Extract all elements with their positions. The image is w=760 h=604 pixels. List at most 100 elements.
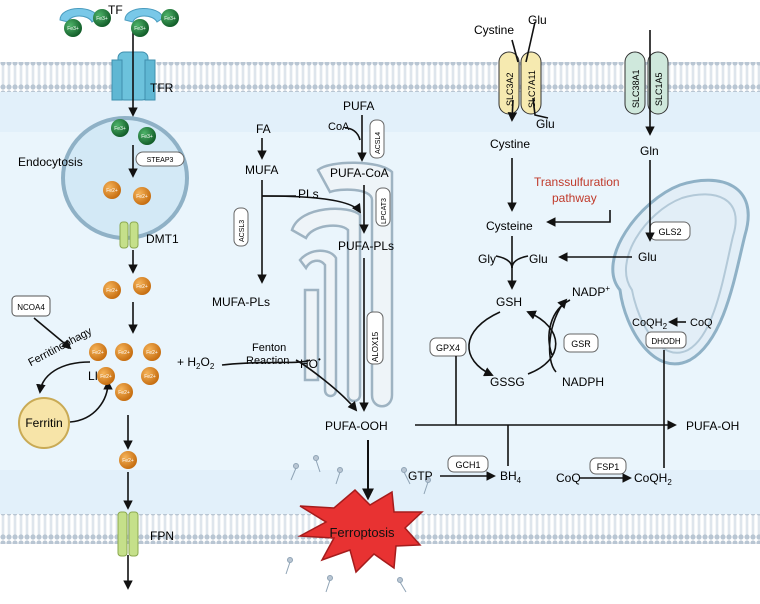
label-gls2: GLS2 [658,227,681,237]
fe3-atom [131,19,149,37]
label-lpcat3: LPCAT3 [381,198,388,224]
fsp1-box [589,457,627,475]
label-nadph: NADPH [562,375,604,389]
svg-text:Fe2+: Fe2+ [136,284,148,290]
label-glu-in: Glu [536,117,555,131]
label-slc7a11: SLC7A11 [527,70,537,108]
fe2-atoms [89,181,161,469]
label-steap3: STEAP3 [147,157,174,164]
dhodh-box [645,331,687,349]
acsl3-box [233,207,249,247]
label-h2o2: + H2O2 [177,355,215,371]
acsl4-box [369,119,385,159]
fe3-atom [64,19,82,37]
svg-text:Fe3+: Fe3+ [141,134,153,140]
label-pufa-coa: PUFA-CoA [330,166,389,180]
label-acsl3: ACSL3 [239,220,246,242]
svg-text:Fe2+: Fe2+ [100,374,112,380]
label-fpn: FPN [150,529,174,543]
svg-text:Fe2+: Fe2+ [118,350,130,356]
label-pufa-pls: PUFA-PLs [338,239,394,253]
label-gsh: GSH [496,295,522,309]
label-fa: FA [256,122,271,136]
label-coa: CoA [328,121,350,133]
label-fenton: Fenton [252,342,286,354]
label-gpx4: GPX4 [436,343,460,353]
label-transsulfuration: Transsulfuration [534,175,620,189]
endosome [61,116,189,240]
label-glu-gsh: Glu [529,252,548,266]
label-slc3a2: SLC3A2 [505,72,515,106]
label-coqh2-mito: CoQH2 [632,317,668,331]
lpcat3-box [375,187,391,227]
label-pathway: pathway [552,191,597,205]
alox15-box [366,311,384,365]
ferritin-circle [18,397,70,449]
svg-text:Fe2+: Fe2+ [136,194,148,200]
fpn-channel [117,511,139,557]
label-fsp1: FSP1 [597,462,620,472]
svg-text:Fe2+: Fe2+ [144,374,156,380]
label-slc1a5: SLC1A5 [654,72,664,106]
svg-text:Fe2+: Fe2+ [106,288,118,294]
ferroptosis-burst [297,488,424,574]
label-slc38a1: SLC38A1 [631,69,641,108]
svg-text:Fe2+: Fe2+ [106,188,118,194]
svg-text:Fe3+: Fe3+ [134,26,146,32]
transferrin [59,8,164,23]
label-gsr: GSR [571,339,591,349]
label-tfr: TFR [150,81,174,95]
svg-text:Fe2+: Fe2+ [122,458,134,464]
label-pufa: PUFA [343,99,374,113]
label-gssg: GSSG [490,375,525,389]
label-gch1: GCH1 [455,460,480,470]
label-coqh2: CoQH2 [634,471,672,487]
lipid-fragments [285,455,431,593]
label-ho: HO• [300,355,321,371]
label-ncoa4: NCOA4 [17,303,45,312]
fe3-atom [161,9,179,27]
gpx4-box [429,337,467,357]
label-pufa-oh: PUFA-OH [686,419,739,433]
label-tf: TF [108,3,123,17]
svg-text:Fe3+: Fe3+ [67,26,79,32]
label-nadp: NADP+ [572,284,610,299]
label-coq-mito: CoQ [690,317,713,329]
label-endocytosis: Endocytosis [18,155,83,169]
ncoa4-box [11,295,51,317]
label-mufa-pls: MUFA-PLs [212,295,270,309]
svg-text:Fe3+: Fe3+ [96,16,108,22]
svg-text:Fe3+: Fe3+ [164,16,176,22]
mitochondrion [611,178,750,366]
dmt1-channel [119,221,139,249]
label-acsl4: ACSL4 [375,132,382,154]
slc-transporter-gln [624,51,669,115]
svg-text:Fe2+: Fe2+ [92,350,104,356]
label-cystine-out: Cystine [474,23,514,37]
gsr-box [563,333,599,353]
steap3-box [135,151,185,167]
label-pls: PLs [298,187,319,201]
gch1-box [447,455,489,473]
label-coq: CoQ [556,471,581,485]
label-bh4: BH4 [500,469,522,485]
label-glu-out: Glu [528,13,547,27]
label-reaction: Reaction [246,355,289,367]
label-glu-mito: Glu [638,250,657,264]
svg-text:Fe3+: Fe3+ [114,126,126,132]
label-gln: Gln [640,144,659,158]
label-alox15: ALOX15 [371,331,380,362]
label-gtp: GTP [408,469,433,483]
label-dmt1: DMT1 [146,232,179,246]
fe3-atoms [64,9,179,145]
fe3-atom [138,127,156,145]
label-gly: Gly [478,252,496,266]
label-mufa: MUFA [245,163,278,177]
label-pufa-ooh: PUFA-OOH [325,419,388,433]
label-ferritin: Ferritin [25,416,62,430]
label-dhodh: DHODH [651,337,681,346]
label-ferroptosis: Ferroptosis [329,525,395,540]
svg-text:Fe2+: Fe2+ [118,390,130,396]
